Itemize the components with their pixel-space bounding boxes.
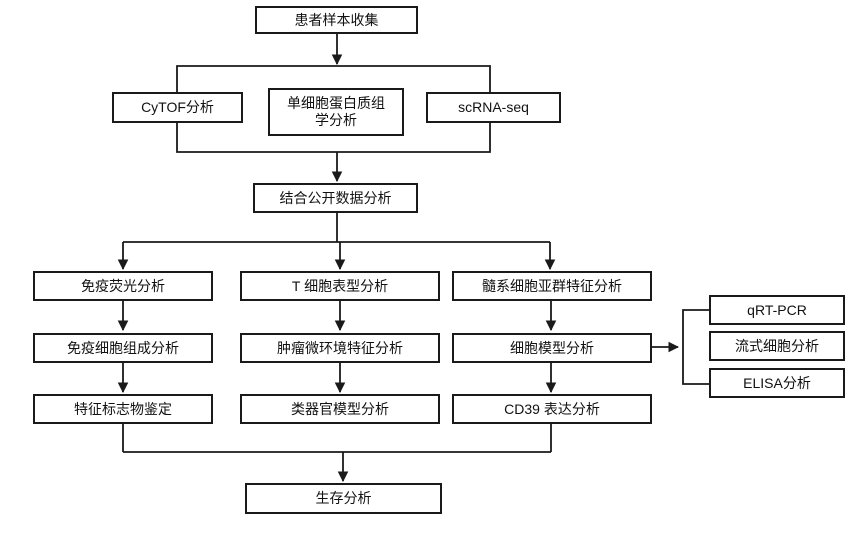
- node-t-cell-phenotype-analysis: T 细胞表型分析: [240, 271, 440, 301]
- node-cd39-expression-analysis: CD39 表达分析: [452, 394, 652, 424]
- node-elisa-analysis: ELISA分析: [709, 368, 845, 398]
- node-survival-analysis: 生存分析: [245, 483, 442, 514]
- node-cytof-analysis: CyTOF分析: [112, 92, 243, 123]
- node-myeloid-subset-analysis: 髓系细胞亚群特征分析: [452, 271, 652, 301]
- node-scrna-seq: scRNA-seq: [426, 92, 561, 123]
- node-cell-model-analysis: 细胞模型分析: [452, 333, 652, 363]
- node-immunofluorescence-analysis: 免疫荧光分析: [33, 271, 213, 301]
- node-tumor-microenvironment: 肿瘤微环境特征分析: [240, 333, 440, 363]
- node-organoid-model-analysis: 类器官模型分析: [240, 394, 440, 424]
- node-marker-identification: 特征标志物鉴定: [33, 394, 213, 424]
- node-immune-cell-composition: 免疫细胞组成分析: [33, 333, 213, 363]
- connector-top-bracket: [176, 65, 491, 92]
- node-single-cell-proteomics: 单细胞蛋白质组 学分析: [268, 88, 404, 136]
- node-public-data-integration: 结合公开数据分析: [253, 183, 418, 213]
- node-qrt-pcr: qRT-PCR: [709, 295, 845, 325]
- connector-right-bracket: [682, 309, 709, 385]
- node-patient-sample-collection: 患者样本收集: [255, 6, 418, 34]
- node-flow-cytometry-analysis: 流式细胞分析: [709, 331, 845, 361]
- connector-mid-bracket: [176, 123, 491, 153]
